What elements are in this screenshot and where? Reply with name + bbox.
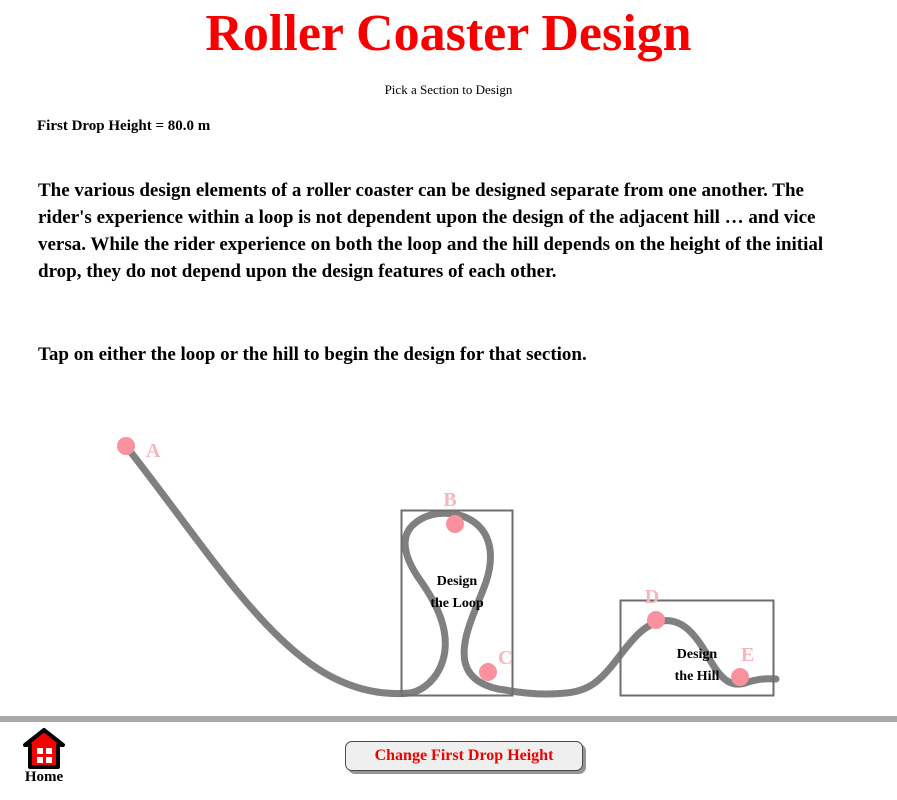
track-loop [401, 509, 509, 697]
point-marker-d [647, 611, 665, 629]
loop-section-box[interactable] [400, 509, 514, 697]
design-the-hill-section[interactable]: Design the Hill [619, 599, 775, 697]
point-marker-c [479, 663, 497, 681]
change-first-drop-height-button[interactable]: Change First Drop Height [345, 741, 583, 771]
track-points [117, 437, 749, 686]
track-first-drop [122, 442, 414, 698]
instruction-text: Tap on either the loop or the hill to be… [38, 344, 587, 365]
first-drop-height-readout: First Drop Height = 80.0 m [37, 118, 211, 134]
home-button[interactable]: Home [18, 728, 70, 786]
point-label-b: B [443, 489, 456, 511]
point-marker-a [117, 437, 135, 455]
hill-section-box[interactable] [619, 599, 775, 697]
point-marker-e [731, 668, 749, 686]
loop-section-label-line1: Design [437, 574, 478, 589]
page-title: Roller Coaster Design [205, 5, 692, 62]
point-marker-b [446, 515, 464, 533]
description-paragraph: The various design elements of a roller … [38, 180, 824, 282]
coaster-diagram: Design the Loop Design the Hill A B C D … [0, 410, 897, 715]
hill-section-label-line2: the Hill [675, 669, 720, 684]
point-label-d: D [645, 586, 659, 608]
loop-section-label-line2: the Loop [430, 596, 484, 611]
track-point-labels: A B C D E [146, 440, 754, 669]
page-subtitle: Pick a Section to Design [384, 82, 513, 97]
design-the-loop-section[interactable]: Design the Loop [400, 509, 514, 697]
point-label-c: C [498, 647, 512, 669]
point-label-a: A [146, 440, 161, 462]
home-house-icon [23, 728, 65, 769]
home-button-label: Home [24, 769, 64, 785]
footer-divider [0, 716, 897, 722]
hill-section-label-line1: Design [677, 647, 718, 662]
point-label-e: E [741, 644, 754, 666]
